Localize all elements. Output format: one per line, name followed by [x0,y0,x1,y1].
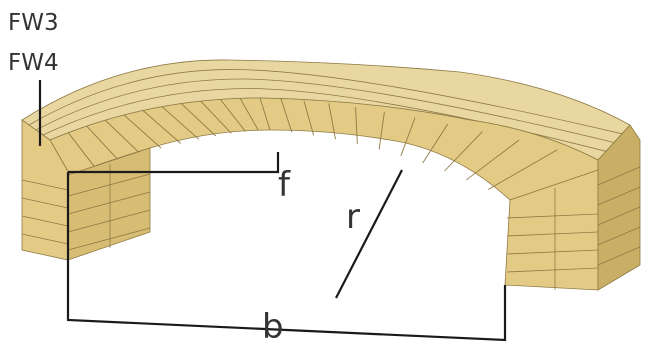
left-course-joint [21,215,69,227]
dimension-lines [38,80,507,342]
voussoir-joint [487,149,558,190]
voussoir-joint [422,123,449,164]
voussoir-joint [355,107,358,144]
rise-f-line [68,152,280,174]
left-side-course-joint [67,209,151,233]
right-side-course-joint [597,166,641,186]
label-f: f [278,165,291,205]
voussoir-joint [123,114,162,149]
voussoir-joint [86,125,119,161]
right-side-course-joint [597,206,641,226]
voussoir-joint [239,98,259,131]
top-course-line [28,69,623,135]
voussoir-joint [104,119,141,155]
voussoir-joint [280,98,293,133]
span-b-line [66,172,507,342]
right-course-joint [506,213,599,219]
label-fw3: FW3 [8,10,59,36]
right-course-joint [506,249,599,255]
voussoir-joint [378,111,385,150]
label-fw4: FW4 [8,50,59,76]
voussoir-joint [180,103,217,137]
right-side-course-joint [597,226,641,246]
voussoir-joint [466,139,520,181]
left-course-joint [21,179,69,191]
voussoir-joint [219,99,246,132]
radius-r-line [335,169,403,299]
label-r: r [346,197,360,237]
arch-voussoirs [49,97,599,201]
label-b: b [262,307,284,347]
voussoir-joint [200,100,232,134]
voussoir-joint [303,100,315,136]
left-course-joint [21,197,69,209]
left-side-course-joint [67,173,151,197]
left-course-joint [21,233,69,245]
voussoir-joint [67,132,96,168]
left-abutment [21,119,151,261]
voussoir-joint [142,110,181,144]
voussoir-joint [161,106,200,140]
voussoir-joint [400,117,416,156]
right-side-course-joint [597,246,641,266]
right-side-course-joint [597,186,641,206]
top-course-line [35,78,615,143]
left-side-course-joint [67,227,151,251]
left-side-course-joint [67,191,151,215]
right-course-joint [506,267,599,273]
voussoir-joint [444,131,483,172]
voussoir-joint [259,97,271,131]
voussoir-joint [328,103,336,140]
right-course-joint [506,231,599,237]
right-abutment [504,124,641,291]
